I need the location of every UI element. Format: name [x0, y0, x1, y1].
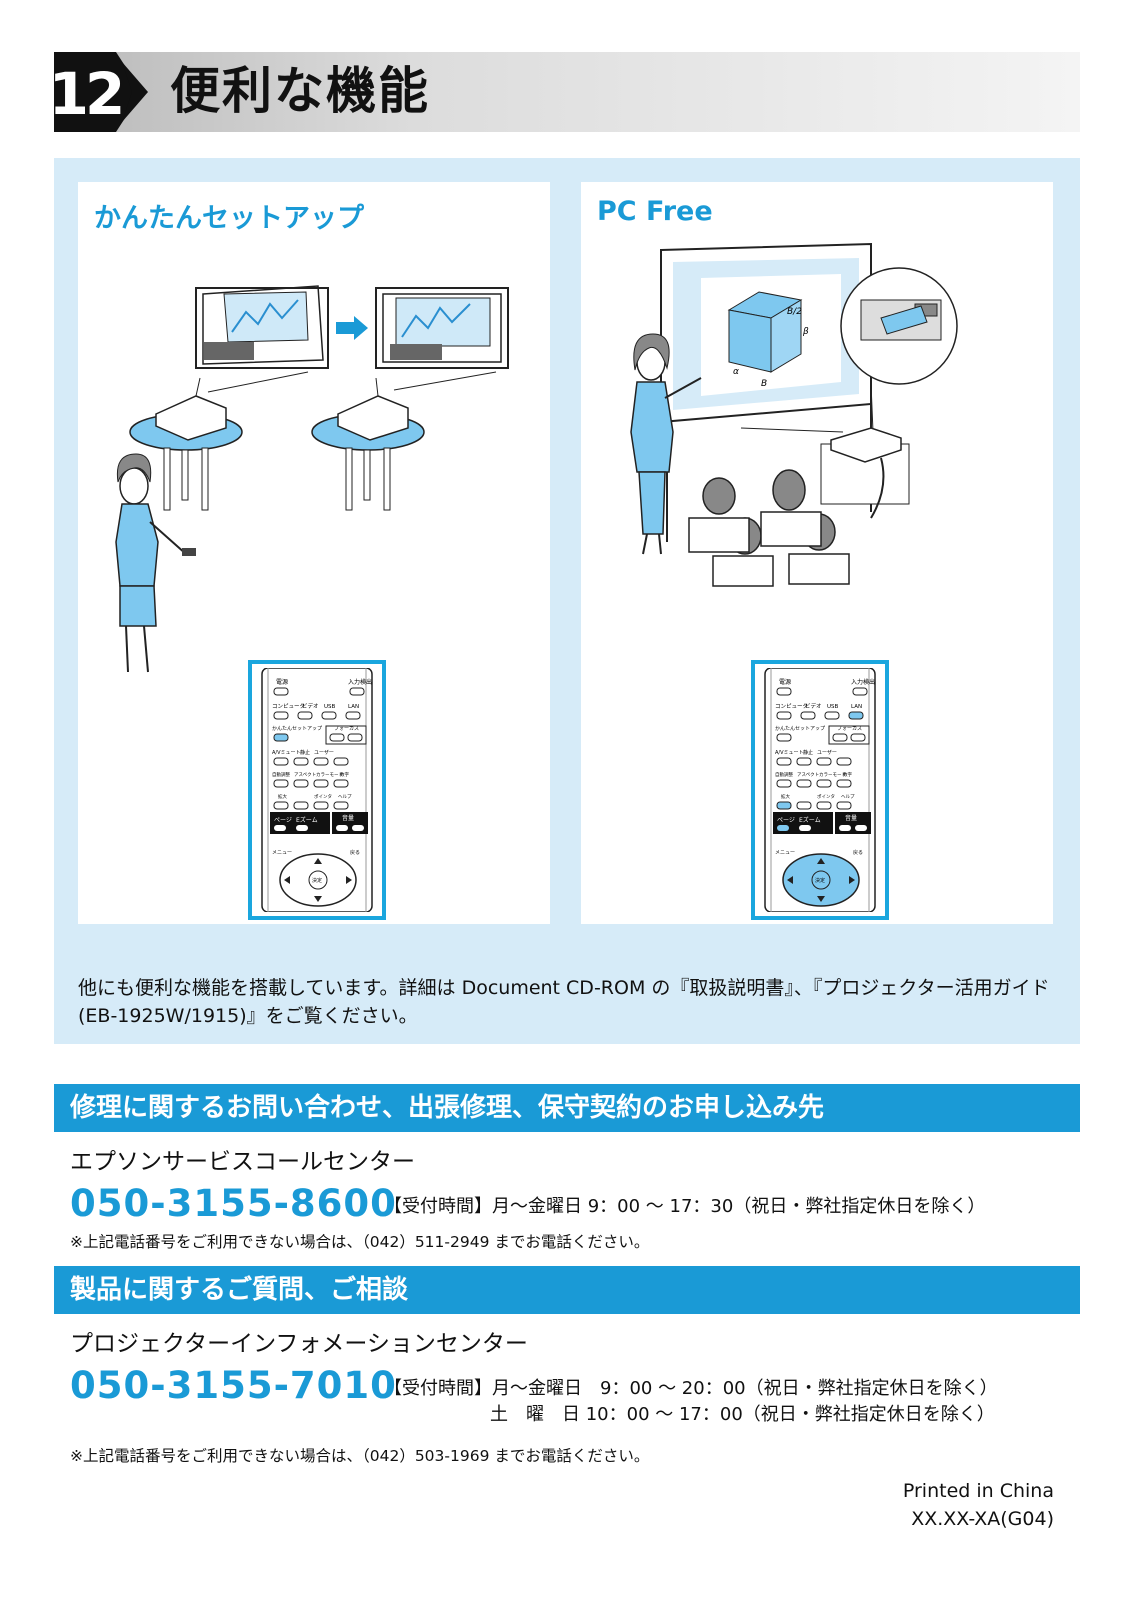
svg-text:USB: USB — [827, 704, 839, 710]
svg-text:A/Vミュート: A/Vミュート — [272, 750, 301, 756]
easy-setup-illustration — [115, 285, 509, 673]
svg-text:アスペクト: アスペクト — [294, 772, 316, 778]
svg-text:音量: 音量 — [845, 814, 857, 822]
svg-text:入力検出: 入力検出 — [348, 678, 372, 686]
svg-text:ユーザー: ユーザー — [314, 750, 334, 756]
section-header-band — [54, 52, 1080, 132]
svg-text:コンピュータ: コンピュータ — [775, 702, 808, 710]
repair-alt-phone-note: ※上記電話番号をご利用できない場合は、（042）511-2949 までお電話くだ… — [70, 1233, 650, 1251]
product-inquiry-heading: 製品に関するご質問、ご相談 — [54, 1266, 1080, 1314]
svg-text:コンピュータ: コンピュータ — [272, 702, 305, 710]
svg-text:LAN: LAN — [348, 704, 359, 710]
remote-highlight-frame — [751, 660, 889, 920]
svg-text:自動調整: 自動調整 — [272, 771, 290, 778]
svg-text:決定: 決定 — [815, 877, 825, 884]
svg-text:電源: 電源 — [276, 678, 288, 686]
svg-text:電源: 電源 — [779, 678, 791, 686]
svg-text:α: α — [733, 367, 739, 377]
product-hours-saturday: 土 曜 日 10：00 ～ 17：00（祝日・弊社指定休日を除く） — [490, 1404, 995, 1425]
information-center-name: プロジェクターインフォメーションセンター — [70, 1331, 528, 1357]
repair-contact-heading: 修理に関するお問い合わせ、出張修理、保守契約のお申し込み先 — [54, 1084, 1080, 1132]
pc-free-illustration: B/2 β α B — [630, 242, 958, 587]
svg-text:B/2: B/2 — [787, 307, 802, 317]
more-features-note: 他にも便利な機能を搭載しています。詳細は Document CD-ROM の『取… — [78, 977, 1050, 1027]
section-number-badge: 12 — [54, 52, 148, 132]
pc-free-card: PC Free B/2 β α B — [581, 182, 1053, 924]
svg-text:アスペクト: アスペクト — [797, 772, 819, 778]
svg-text:メニュー: メニュー — [272, 850, 292, 856]
projection-screen-figure: B/2 β α B — [660, 242, 872, 542]
svg-text:LAN: LAN — [851, 704, 862, 710]
table-projector-figure-2 — [311, 371, 497, 511]
remote-control-illustration: 電源 入力検出 コンピュータ ビデオ USB LAN かんたんセットアップ フォ… — [764, 668, 876, 912]
svg-text:ヘルプ: ヘルプ — [841, 794, 855, 800]
svg-text:自動調整: 自動調整 — [775, 771, 793, 778]
easy-setup-title: かんたんセットアップ — [94, 203, 364, 234]
svg-text:β: β — [802, 327, 809, 337]
audience-figure — [688, 469, 850, 587]
svg-text:ビデオ: ビデオ — [302, 702, 319, 710]
svg-text:ページ: ページ — [274, 817, 292, 824]
product-alt-phone-note: ※上記電話番号をご利用できない場合は、（042）503-1969 までお電話くだ… — [70, 1447, 650, 1465]
printed-in-label: Printed in China — [902, 1480, 1054, 1502]
projector-on-stand-figure — [740, 427, 910, 519]
pc-free-title: PC Free — [597, 196, 713, 227]
svg-text:USB: USB — [324, 704, 336, 710]
svg-text:ポインタ: ポインタ — [314, 793, 332, 800]
corrected-screen-figure — [375, 287, 509, 369]
repair-hours: 【受付時間】月～金曜日 9：00 ～ 17：30（祝日・弊社指定休日を除く） — [384, 1196, 986, 1217]
arrow-right-icon — [336, 316, 368, 340]
svg-text:かんたんセットアップ: かんたんセットアップ — [272, 725, 322, 732]
svg-text:ポインタ: ポインタ — [817, 793, 835, 800]
svg-text:数字: 数字 — [843, 771, 852, 778]
page-title: 便利な機能 — [170, 62, 430, 120]
presenter-figure — [630, 333, 702, 555]
repair-phone-number: 050-3155-8600 — [70, 1182, 397, 1225]
svg-text:ページ: ページ — [777, 817, 795, 824]
svg-text:A/Vミュート: A/Vミュート — [775, 750, 804, 756]
section-number: 12 — [54, 60, 121, 128]
svg-text:B: B — [761, 379, 767, 389]
presenter-with-remote-figure — [115, 453, 196, 673]
usb-closeup-figure — [840, 267, 958, 433]
svg-text:Eズーム: Eズーム — [296, 816, 318, 824]
product-hours-weekday: 【受付時間】月～金曜日 9：00 ～ 20：00（祝日・弊社指定休日を除く） — [384, 1378, 998, 1399]
svg-text:音量: 音量 — [342, 814, 354, 822]
easy-setup-card: かんたんセットアップ — [78, 182, 550, 924]
svg-text:カラーモード: カラーモード — [819, 772, 846, 778]
svg-text:メニュー: メニュー — [775, 850, 795, 856]
product-phone-number: 050-3155-7010 — [70, 1364, 397, 1407]
svg-text:フォーカス: フォーカス — [837, 726, 862, 732]
svg-text:ビデオ: ビデオ — [805, 702, 822, 710]
svg-text:かんたんセットアップ: かんたんセットアップ — [775, 725, 825, 732]
distorted-screen-figure — [195, 285, 329, 369]
svg-text:入力検出: 入力検出 — [851, 678, 875, 686]
svg-text:ユーザー: ユーザー — [817, 750, 837, 756]
svg-text:数字: 数字 — [340, 771, 349, 778]
svg-text:静止: 静止 — [300, 749, 310, 756]
svg-text:拡大: 拡大 — [278, 793, 287, 800]
svg-text:ヘルプ: ヘルプ — [338, 794, 352, 800]
svg-text:戻る: 戻る — [350, 849, 360, 856]
svg-text:拡大: 拡大 — [781, 793, 790, 800]
svg-text:フォーカス: フォーカス — [334, 726, 359, 732]
svg-text:決定: 決定 — [312, 877, 322, 884]
service-call-center-name: エプソンサービスコールセンター — [70, 1149, 415, 1175]
remote-control-illustration: 電源 入力検出 コンピュータ ビデオ USB LAN かんたんセットアップ フォ… — [261, 668, 373, 912]
remote-highlight-frame — [248, 660, 386, 920]
svg-text:戻る: 戻る — [853, 849, 863, 856]
document-code: XX.XX-XA(G04) — [911, 1508, 1054, 1530]
svg-text:静止: 静止 — [803, 749, 813, 756]
svg-text:カラーモード: カラーモード — [316, 772, 343, 778]
svg-text:Eズーム: Eズーム — [799, 816, 821, 824]
table-projector-figure-1 — [129, 371, 309, 511]
